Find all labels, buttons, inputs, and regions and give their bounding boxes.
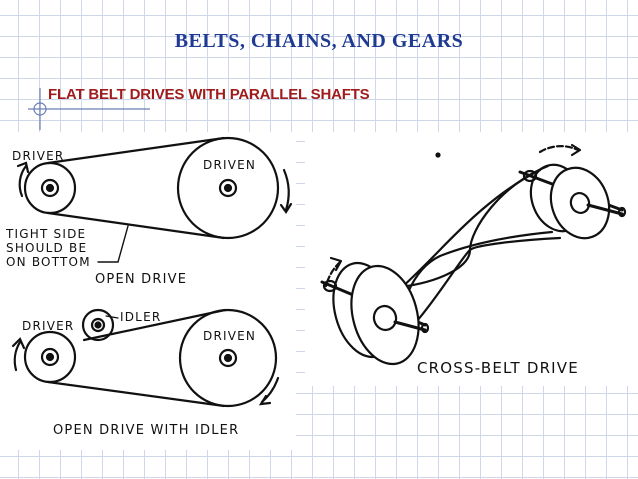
open-drive-belt-bottom [46, 211, 226, 240]
idler-drive-driver-hub [40, 347, 60, 367]
tight-side-note-line-1: TIGHT SIDE [5, 227, 86, 241]
open-drive-driven-hub [218, 178, 238, 198]
idler-drive-belt-bottom [46, 380, 226, 408]
idler-drive-driver-label: DRIVER [22, 319, 74, 333]
idler-drive-driven-label: DRIVEN [203, 329, 256, 343]
open-drive-figure [16, 136, 293, 263]
idler-drive-belt-top [82, 308, 227, 342]
tight-side-note-line-2: SHOULD BE [6, 241, 87, 255]
tight-side-note-line-3: ON BOTTOM [6, 255, 91, 269]
idler-pulley-hub [90, 317, 106, 333]
lower-pulley-front [350, 264, 420, 366]
open-drive-caption: OPEN DRIVE [95, 272, 187, 287]
open-drive-belt-top [46, 136, 226, 165]
idler-drive-figure [11, 308, 280, 408]
idler-drive-driven-hub [218, 348, 238, 368]
idler-pulley [81, 308, 115, 342]
slide-subtitle: FLAT BELT DRIVES WITH PARALLEL SHAFTS [48, 86, 370, 103]
slide-title: BELTS, CHAINS, AND GEARS [174, 30, 464, 52]
tight-side-leader [97, 225, 129, 263]
open-drive-driven-label: DRIVEN [203, 158, 256, 172]
idler-drive-driven-pulley [178, 308, 278, 408]
upper-pulley-front [549, 166, 611, 240]
cross-belt-caption: CROSS-BELT DRIVE [417, 359, 579, 377]
cross-belt-figure [320, 143, 627, 366]
open-drive-driver-hub [40, 178, 60, 198]
open-drive-driver-label: DRIVER [12, 149, 64, 163]
open-drive-driven-pulley [176, 136, 280, 240]
idler-drive-caption: OPEN DRIVE WITH IDLER [53, 423, 239, 438]
idler-label: IDLER [120, 310, 161, 324]
left-diagram-panel [0, 132, 296, 450]
